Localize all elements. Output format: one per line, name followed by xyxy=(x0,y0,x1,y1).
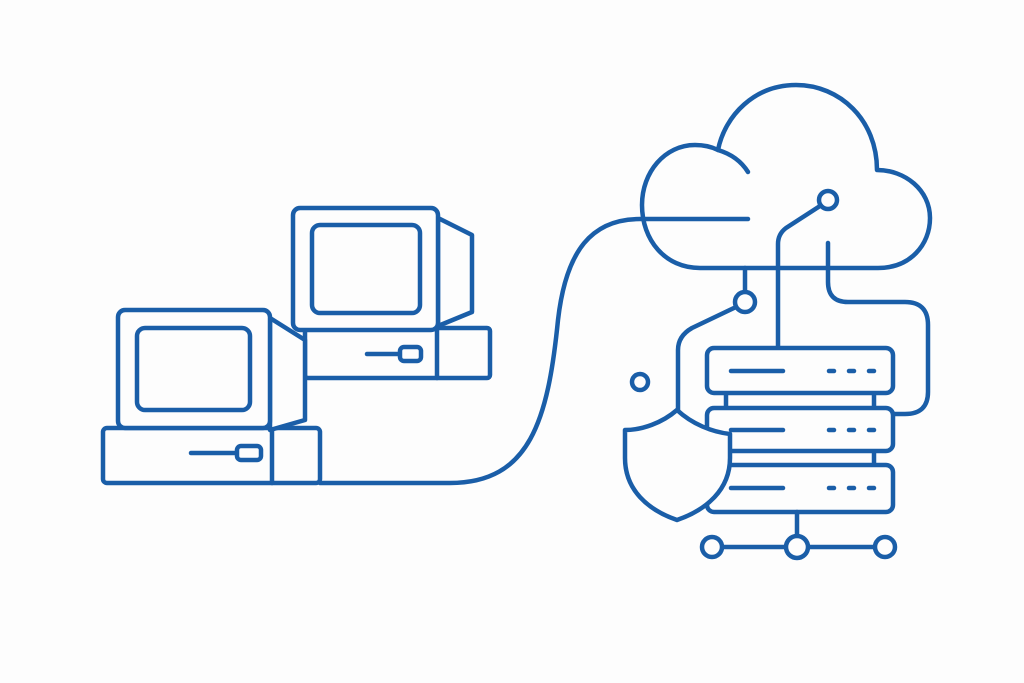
server-unit xyxy=(704,405,896,454)
computer-front-icon xyxy=(100,307,323,486)
server-unit xyxy=(704,345,896,396)
monitor xyxy=(115,307,273,431)
computer-base xyxy=(100,425,323,486)
computer-back-icon xyxy=(290,205,493,381)
cloud-inner-arc xyxy=(715,147,751,175)
server-unit xyxy=(704,462,896,515)
cloud-outline xyxy=(639,82,933,271)
monitor-side xyxy=(267,315,308,433)
circuit-line xyxy=(775,203,823,351)
node-circle-accent xyxy=(783,533,811,561)
monitor-screen xyxy=(134,325,253,413)
cloud-icon xyxy=(639,82,933,271)
node-circle xyxy=(872,534,898,560)
drive-button xyxy=(397,344,424,364)
drive-button xyxy=(234,443,264,463)
circuit-line xyxy=(825,240,931,417)
monitor-side xyxy=(435,215,475,329)
monitor-screen xyxy=(309,222,423,316)
monitor xyxy=(290,205,441,333)
node-circle-accent xyxy=(732,289,758,315)
node-circle xyxy=(816,188,840,212)
network-cable xyxy=(317,216,751,486)
circuit-line xyxy=(675,304,739,413)
server-stack-icon xyxy=(704,345,896,515)
shield-icon xyxy=(622,407,733,523)
node-circle xyxy=(629,371,651,393)
node-circle xyxy=(699,534,725,560)
